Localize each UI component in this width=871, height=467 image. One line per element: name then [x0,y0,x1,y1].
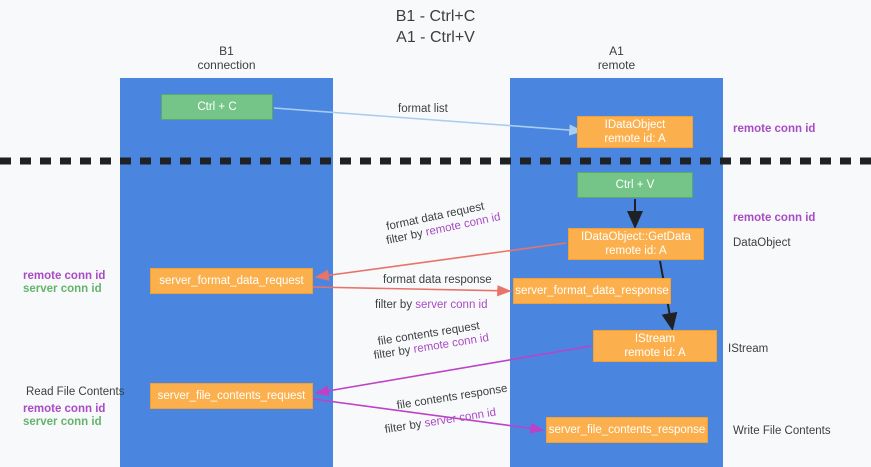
lane-header-a1: A1 remote [510,44,723,72]
annotation-right-write-file-contents: Write File Contents [733,425,831,437]
node-idataobject-getdata[interactable]: IDataObject::GetData remote id: A [568,228,704,260]
node-getdata-remote-id: remote id: A [605,245,667,257]
lane-header-a1-name: A1 [609,44,624,58]
edge-label-format-list: format list [398,103,448,115]
filter-prefix-4: filter by [383,417,426,437]
node-server-file-contents-request[interactable]: server_file_contents_request [150,383,313,409]
lane-header-b1: B1 connection [120,44,333,72]
title-line-1: B1 - Ctrl+C [395,8,476,25]
node-idataobject-remote-id: remote id: A [604,133,666,145]
node-idataobject-title: IDataObject [604,119,666,131]
annotation-left-read-file-contents: Read File Contents [26,386,125,398]
node-ctrl-v[interactable]: Ctrl + V [577,172,693,198]
annotation-left-server-conn-id-2: server conn id [23,416,102,428]
node-server-format-data-response[interactable]: server_format_data_response [513,278,671,304]
node-server-format-data-response-label: server_format_data_response [515,285,669,297]
annotation-right-remote-conn-id-1: remote conn id [733,123,816,135]
node-ctrl-c-label: Ctrl + C [197,101,237,113]
annotation-right-dataobject: DataObject [733,237,791,249]
node-getdata-title: IDataObject::GetData [581,231,691,243]
annotation-right-remote-conn-id-2: remote conn id [733,212,816,224]
node-idataobject[interactable]: IDataObject remote id: A [577,116,693,148]
lane-header-a1-role: remote [597,58,636,72]
annotation-right-istream: IStream [728,343,769,355]
filter-key-server-conn-id-1: server conn id [415,299,488,311]
edge-format-data-response [312,285,512,297]
node-server-file-contents-response[interactable]: server_file_contents_response [546,417,708,443]
node-ctrl-v-label: Ctrl + V [615,179,655,191]
annotation-left-server-conn-id-1: server conn id [23,283,102,295]
title-line-2: A1 - Ctrl+V [396,29,475,46]
node-ctrl-c[interactable]: Ctrl + C [161,94,273,120]
node-istream[interactable]: IStream remote id: A [593,330,717,362]
node-server-format-data-request[interactable]: server_format_data_request [150,268,313,294]
diagram-title: B1 - Ctrl+C A1 - Ctrl+V [0,6,871,48]
annotation-left-remote-conn-id-2: remote conn id [23,403,106,415]
filter-key-server-conn-id-2: server conn id [423,406,497,430]
node-server-format-data-request-label: server_format_data_request [159,275,304,287]
node-server-file-contents-response-label: server_file_contents_response [548,424,706,436]
filter-prefix-2: filter by [375,299,416,311]
node-istream-title: IStream [634,333,676,345]
edge-label-format-data-response-filter: filter by server conn id [375,298,488,312]
lane-header-b1-role: connection [197,58,256,72]
node-istream-remote-id: remote id: A [624,347,686,359]
node-server-file-contents-request-label: server_file_contents_request [157,390,306,402]
lane-header-b1-name: B1 [219,44,234,58]
annotation-left-remote-conn-id-1: remote conn id [23,270,106,282]
edge-label-format-data-response: format data response [383,274,492,286]
